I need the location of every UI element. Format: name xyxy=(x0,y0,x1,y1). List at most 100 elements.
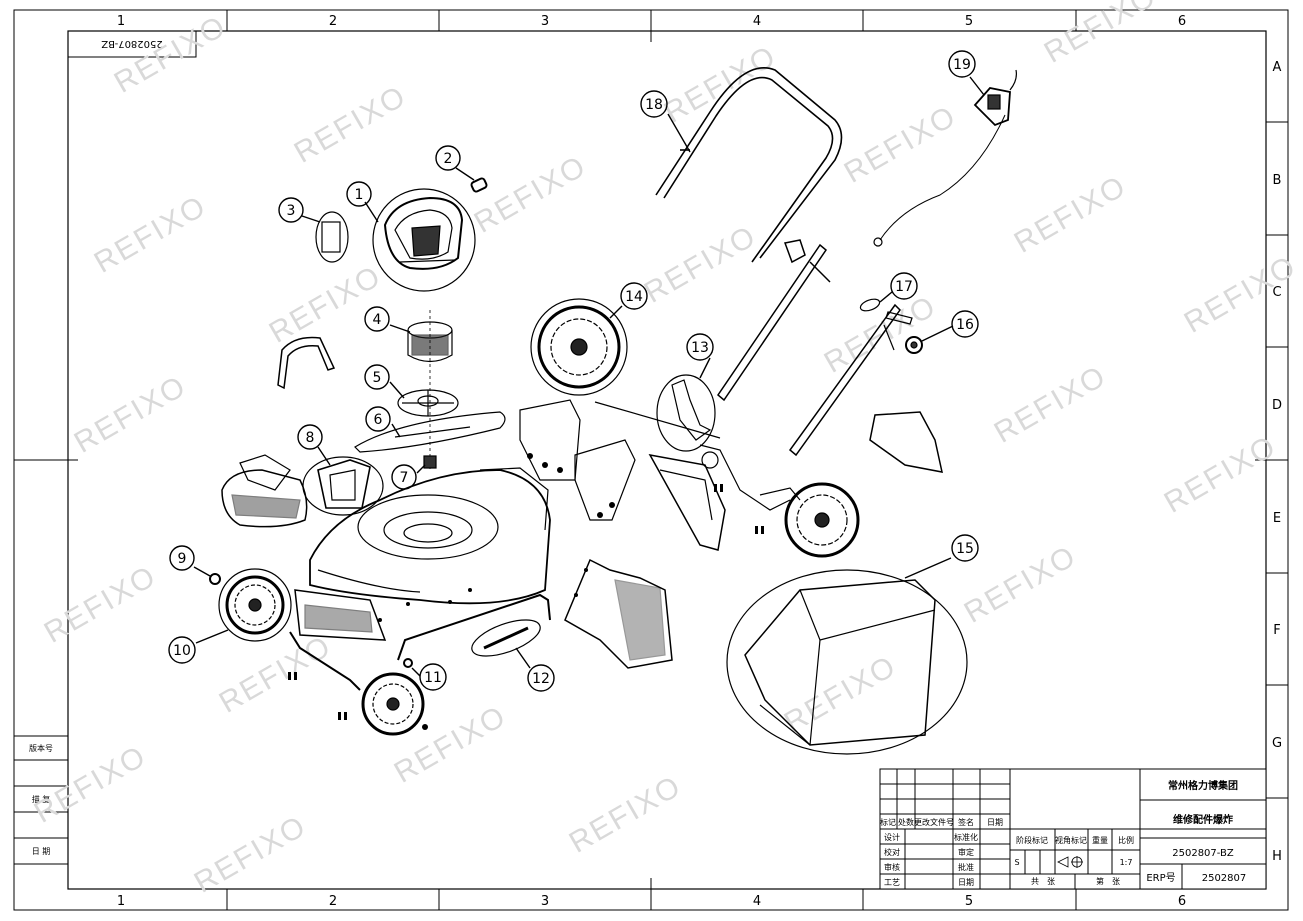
part-fan xyxy=(397,389,459,417)
watermark: REFIXO xyxy=(659,39,783,129)
svg-text:1: 1 xyxy=(355,187,364,203)
callout-17: 17 xyxy=(890,272,918,300)
part-grass-bag xyxy=(726,569,968,755)
watermark: REFIXO xyxy=(289,79,413,169)
part-deck xyxy=(294,467,551,641)
row-label-b: B xyxy=(1273,173,1282,188)
part-rear-flap xyxy=(564,558,673,669)
part-bracket-left xyxy=(277,336,336,390)
callout-18: 18 xyxy=(640,90,668,118)
part-washer xyxy=(209,573,221,585)
row-label-e: E xyxy=(1273,511,1281,526)
col-label-top-6: 6 xyxy=(1178,14,1186,29)
sign-process: 工艺 xyxy=(884,878,900,887)
sign-standard: 标准化 xyxy=(954,832,978,842)
part-rear-axle-rod xyxy=(397,593,551,661)
left-strip xyxy=(14,735,68,865)
zone-right xyxy=(1255,121,1288,799)
sign-check: 校对 xyxy=(884,847,900,857)
svg-text:10: 10 xyxy=(173,643,191,659)
col-label-top-5: 5 xyxy=(965,14,973,29)
col-label-bottom-4: 4 xyxy=(753,894,761,909)
part-wheel-front-right xyxy=(361,672,425,736)
callout-6: 6 xyxy=(365,406,391,432)
callout-7: 7 xyxy=(391,464,417,490)
col-label-bottom-2: 2 xyxy=(329,894,337,909)
watermark: REFIXO xyxy=(109,9,233,99)
watermark: REFIXO xyxy=(39,559,163,649)
watermark: REFIXO xyxy=(839,99,963,189)
rev-header-doc: 更改文件号 xyxy=(914,817,954,827)
row-label-f: F xyxy=(1273,623,1280,638)
watermark: REFIXO xyxy=(1179,249,1303,339)
sheets-total: 共 张 xyxy=(1031,877,1055,886)
watermark: REFIXO xyxy=(69,369,193,459)
watermark: REFIXO xyxy=(264,259,388,349)
company-name: 常州格力博集团 xyxy=(1168,779,1238,792)
rev-header-count: 处数 xyxy=(898,817,914,827)
part-height-lever xyxy=(656,374,791,511)
corner-code: 2502807-BZ xyxy=(101,38,163,49)
part-wheel-nut xyxy=(403,658,413,668)
callout-3: 3 xyxy=(278,197,304,223)
watermark: REFIXO xyxy=(819,289,943,379)
callout-12: 12 xyxy=(527,664,555,692)
part-discharge-cover xyxy=(302,456,384,516)
sign-approve: 审定 xyxy=(958,847,974,857)
svg-text:8: 8 xyxy=(306,430,315,446)
callout-14: 14 xyxy=(620,282,648,310)
svg-text:11: 11 xyxy=(424,670,442,686)
part-blade xyxy=(354,411,506,453)
col-label-bottom-1: 1 xyxy=(117,894,125,909)
watermark: REFIXO xyxy=(639,219,763,309)
watermark: REFIXO xyxy=(389,699,513,789)
svg-text:14: 14 xyxy=(625,289,643,305)
callout-9: 9 xyxy=(169,545,195,571)
svg-text:12: 12 xyxy=(532,671,550,687)
rev-header-sign: 签名 xyxy=(958,817,974,827)
sign-date: 日期 xyxy=(958,878,974,887)
svg-text:16: 16 xyxy=(956,317,974,333)
part-wheel-front-left xyxy=(218,568,292,642)
part-front-axle xyxy=(289,631,361,691)
first-angle-projection-icon xyxy=(1057,856,1083,868)
part-wheel-rear-right xyxy=(759,482,860,558)
scale-value: 1:7 xyxy=(1120,858,1133,867)
callout-11: 11 xyxy=(419,663,447,691)
rev-header-date: 日期 xyxy=(987,818,1003,827)
callout-16: 16 xyxy=(951,310,979,338)
row-label-g: G xyxy=(1272,736,1282,751)
leader-lines xyxy=(193,76,985,677)
callout-15: 15 xyxy=(951,534,979,562)
zone-top xyxy=(226,10,1077,42)
part-misc-screws xyxy=(288,453,764,730)
watermark: REFIXO xyxy=(989,359,1113,449)
view-label: 视角标记 xyxy=(1055,835,1087,845)
col-label-top-3: 3 xyxy=(541,14,549,29)
svg-text:2: 2 xyxy=(444,151,453,167)
col-label-top-4: 4 xyxy=(753,14,761,29)
svg-text:19: 19 xyxy=(953,57,971,73)
row-label-d: D xyxy=(1272,398,1282,413)
svg-text:13: 13 xyxy=(691,340,709,356)
date-label: 日 期 xyxy=(32,847,51,856)
row-label-h: H xyxy=(1272,849,1282,864)
callout-10: 10 xyxy=(168,636,196,664)
svg-text:7: 7 xyxy=(400,470,409,486)
part-lower-handles xyxy=(716,239,901,457)
part-wheel-rear-left xyxy=(530,298,628,396)
watermark: REFIXO xyxy=(89,189,213,279)
watermark-layer: REFIXO REFIXO REFIXO REFIXO REFIXO REFIX… xyxy=(29,0,1303,900)
title-block xyxy=(879,768,1267,890)
callout-4: 4 xyxy=(364,306,390,332)
col-label-bottom-5: 5 xyxy=(965,894,973,909)
exploded-parts xyxy=(209,67,1017,755)
watermark: REFIXO xyxy=(214,629,338,719)
part-rear-brackets xyxy=(519,399,726,551)
svg-text:3: 3 xyxy=(287,203,296,219)
erp-value: 2502807 xyxy=(1202,873,1247,884)
watermark: REFIXO xyxy=(1009,169,1133,259)
sign-design: 设计 xyxy=(884,832,900,842)
callout-8: 8 xyxy=(297,424,323,450)
